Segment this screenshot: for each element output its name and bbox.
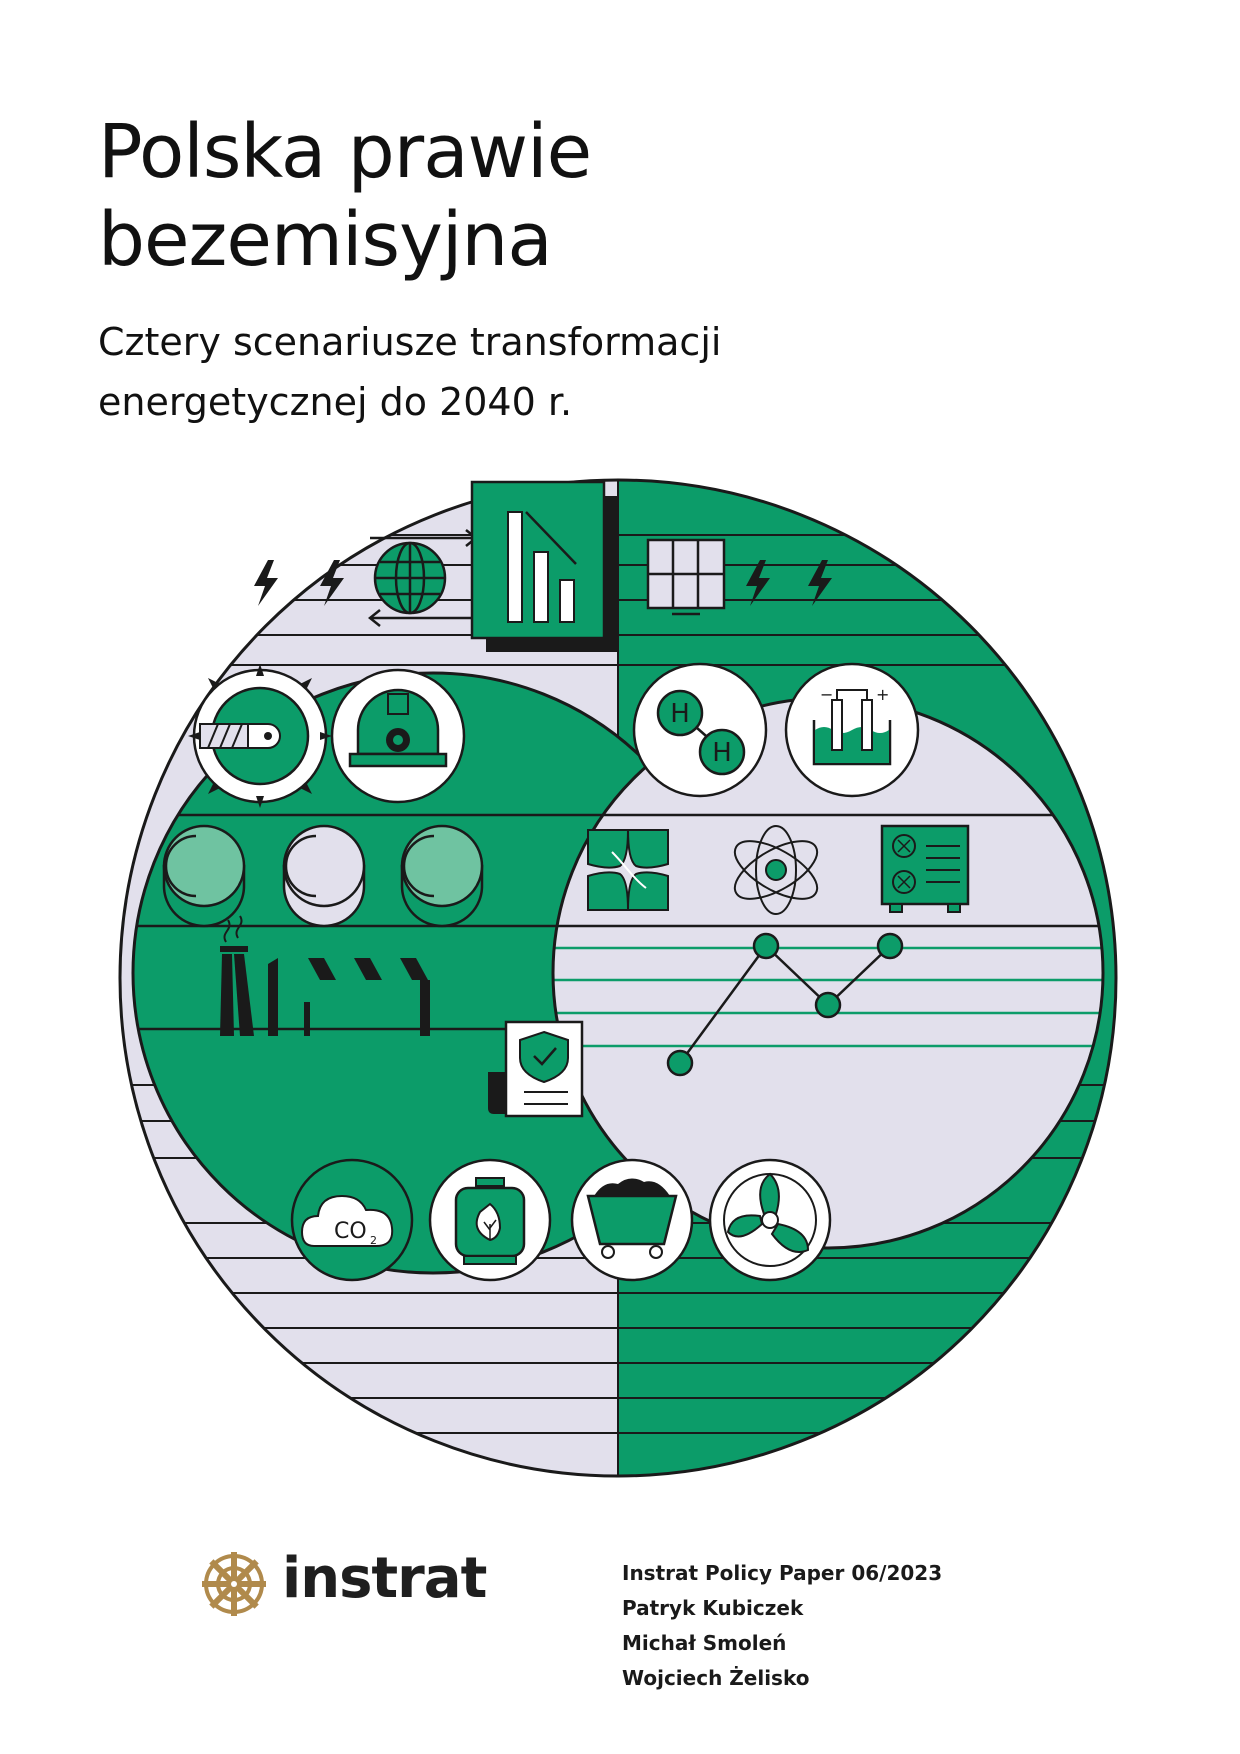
atom-icon bbox=[733, 825, 819, 915]
shield-certificate-icon bbox=[488, 1020, 584, 1118]
policy-paper-series: Instrat Policy Paper 06/2023 bbox=[622, 1561, 943, 1585]
cover-illustration: H H − + bbox=[118, 478, 1118, 1478]
power-plant-icon bbox=[220, 915, 430, 1036]
hydrogen-label: H bbox=[712, 738, 732, 768]
lightning-icon bbox=[254, 560, 344, 606]
title-line-1: Polska prawie bbox=[98, 109, 592, 195]
coin-icon bbox=[162, 824, 484, 928]
leaf-icon bbox=[587, 829, 669, 911]
subtitle-line-2: energetycznej do 2040 r. bbox=[98, 380, 573, 424]
wind-turbine-icon bbox=[708, 1158, 832, 1282]
hydrogen-icon: H H bbox=[632, 662, 768, 798]
author-name: Patryk Kubiczek bbox=[622, 1596, 804, 1620]
instrat-logo-icon bbox=[202, 1552, 266, 1616]
author-name: Wojciech Żelisko bbox=[622, 1666, 810, 1690]
lightning-icon bbox=[746, 560, 832, 606]
electrolyzer-minus: − bbox=[820, 685, 833, 704]
subtitle-line-1: Cztery scenariusze transformacji bbox=[98, 320, 722, 364]
electrolyzer-plus: + bbox=[876, 685, 889, 704]
electrolyzer-icon: − + bbox=[784, 662, 920, 798]
globe-icon bbox=[367, 529, 479, 627]
co2-label: CO bbox=[334, 1219, 367, 1244]
title-line-2: bezemisyjna bbox=[98, 197, 553, 283]
biogas-tank-icon bbox=[428, 1158, 552, 1282]
instrat-logo-text: instrat bbox=[282, 1546, 487, 1611]
author-name: Michał Smoleń bbox=[622, 1631, 787, 1655]
co2-cloud-icon: CO 2 bbox=[290, 1158, 414, 1282]
drill-icon bbox=[188, 664, 332, 808]
credits: Instrat Policy Paper 06/2023 Patryk Kubi… bbox=[622, 1556, 942, 1696]
co2-subscript: 2 bbox=[370, 1234, 377, 1247]
hydrogen-label: H bbox=[670, 699, 690, 729]
bar-chart-document-icon bbox=[470, 480, 618, 652]
solar-panel-icon bbox=[646, 538, 726, 616]
document-subtitle: Cztery scenariusze transformacji energet… bbox=[98, 312, 721, 432]
line-chart-icon bbox=[666, 932, 904, 1077]
miner-helmet-icon bbox=[330, 668, 466, 804]
coal-cart-icon bbox=[570, 1158, 694, 1282]
document-title: Polska prawie bezemisyjna bbox=[98, 108, 592, 284]
heat-pump-icon bbox=[880, 824, 970, 913]
instrat-logo: instrat bbox=[200, 1546, 487, 1624]
